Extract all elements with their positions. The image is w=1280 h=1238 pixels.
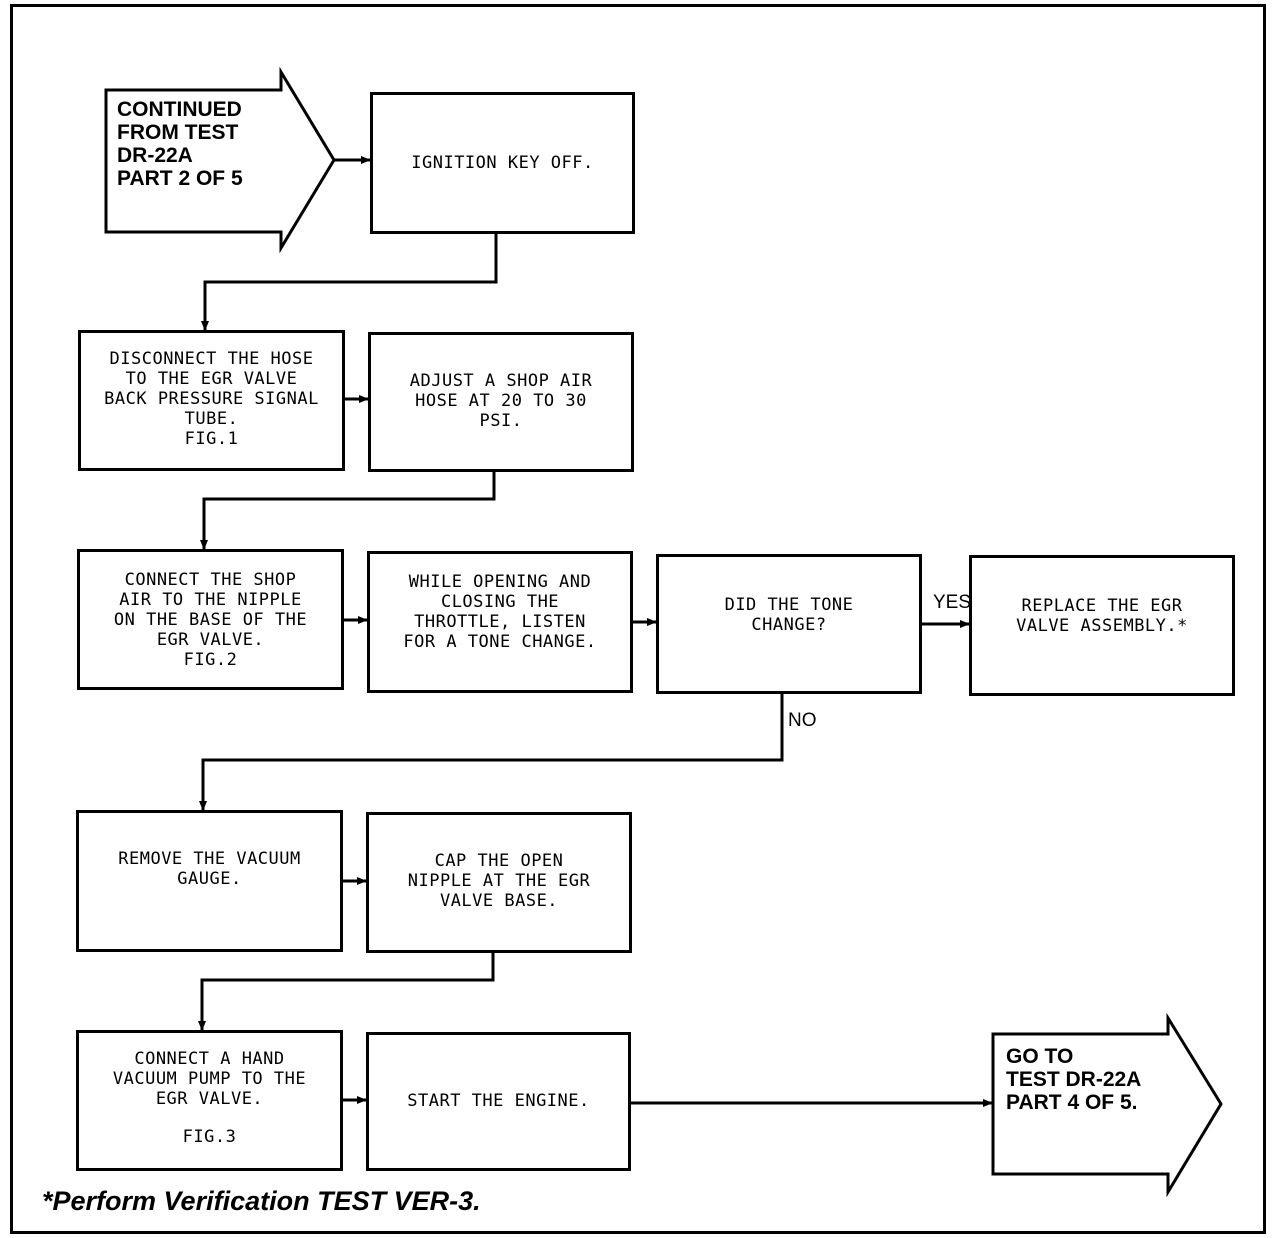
decision-tone-changed: DID THE TONE CHANGE? — [656, 554, 922, 694]
step-text: FOR A TONE CHANGE. — [403, 632, 597, 652]
end-arrow-shape — [991, 1012, 1223, 1198]
step-text: FIG.2 — [183, 650, 238, 670]
step-text: REMOVE THE VACUUM — [118, 849, 301, 869]
step-replace-egr-valve: REPLACE THE EGR VALVE ASSEMBLY.* — [969, 555, 1235, 696]
step-text: DID THE TONE — [724, 595, 854, 615]
step-text: IGNITION KEY OFF. — [411, 153, 594, 173]
start-connector-line: CONTINUED — [117, 98, 242, 121]
step-text: WHILE OPENING AND — [408, 572, 592, 592]
step-disconnect-hose: DISCONNECT THE HOSE TO THE EGR VALVE BAC… — [78, 330, 345, 471]
connector-question-no — [199, 693, 784, 811]
step-text: TO THE EGR VALVE — [125, 369, 298, 389]
footnote: *Perform Verification TEST VER-3. — [42, 1186, 481, 1216]
step-text: ADJUST A SHOP AIR — [409, 371, 593, 391]
start-connector-line: DR-22A — [117, 144, 193, 167]
step-remove-vacuum-gauge: REMOVE THE VACUUM GAUGE. — [76, 810, 343, 952]
step-text: VALVE ASSEMBLY.* — [1016, 616, 1188, 636]
start-connector-text: CONTINUED FROM TEST DR-22A PART 2 OF 5 — [117, 98, 243, 190]
connector-adjust-to-connect-air — [200, 471, 496, 550]
start-arrow-shape — [104, 66, 336, 254]
step-text: TUBE. — [184, 409, 239, 429]
step-text: CONNECT THE SHOP — [124, 570, 297, 590]
step-text: CLOSING THE — [440, 592, 560, 612]
step-listen-tone: WHILE OPENING AND CLOSING THE THROTTLE, … — [367, 551, 633, 693]
step-text: THROTTLE, LISTEN — [414, 612, 586, 632]
step-text: AIR TO THE NIPPLE — [119, 590, 302, 610]
start-connector-line: FROM TEST — [117, 121, 239, 144]
step-start-engine: START THE ENGINE. — [366, 1032, 631, 1171]
connector-cap-to-pump — [198, 952, 495, 1031]
step-text: BACK PRESSURE SIGNAL — [104, 389, 319, 409]
step-text: DISCONNECT THE HOSE — [109, 349, 314, 369]
step-ignition-off: IGNITION KEY OFF. — [370, 92, 635, 234]
end-connector-line: TEST DR-22A — [1006, 1068, 1142, 1091]
step-text: CAP THE OPEN — [434, 851, 564, 871]
step-text: ON THE BASE OF THE — [113, 610, 308, 630]
step-text: CONNECT A HAND — [134, 1049, 285, 1069]
step-text: PSI. — [479, 411, 523, 431]
step-text: HOSE AT 20 TO 30 — [415, 391, 587, 411]
step-text: EGR VALVE. — [155, 1089, 264, 1109]
step-text: EGR VALVE. — [156, 630, 265, 650]
end-connector-text: GO TO TEST DR-22A PART 4 OF 5. — [1006, 1045, 1141, 1114]
page-frame — [10, 4, 1266, 1234]
step-text: VACUUM PUMP TO THE — [112, 1069, 307, 1089]
start-connector-line: PART 2 OF 5 — [117, 167, 243, 190]
step-text: CHANGE? — [751, 615, 827, 635]
end-connector-line: PART 4 OF 5. — [1006, 1091, 1138, 1114]
step-text: START THE ENGINE. — [407, 1091, 590, 1111]
step-connect-shop-air: CONNECT THE SHOP AIR TO THE NIPPLE ON TH… — [77, 549, 344, 690]
connector-ignition-to-disconnect — [201, 233, 498, 331]
step-adjust-shop-air: ADJUST A SHOP AIR HOSE AT 20 TO 30 PSI. — [368, 332, 634, 472]
step-text: NIPPLE AT THE EGR — [407, 871, 591, 891]
step-text: VALVE BASE. — [439, 891, 559, 911]
branch-label-no: NO — [788, 710, 817, 731]
step-text: FIG.3 — [182, 1127, 237, 1147]
step-connect-vacuum-pump: CONNECT A HAND VACUUM PUMP TO THE EGR VA… — [76, 1030, 343, 1171]
step-cap-nipple: CAP THE OPEN NIPPLE AT THE EGR VALVE BAS… — [366, 812, 632, 953]
step-text: GAUGE. — [177, 869, 242, 889]
end-connector-line: GO TO — [1006, 1045, 1074, 1068]
step-text: REPLACE THE EGR — [1021, 596, 1183, 616]
step-text: FIG.1 — [184, 429, 239, 449]
branch-label-yes: YES — [933, 592, 972, 613]
